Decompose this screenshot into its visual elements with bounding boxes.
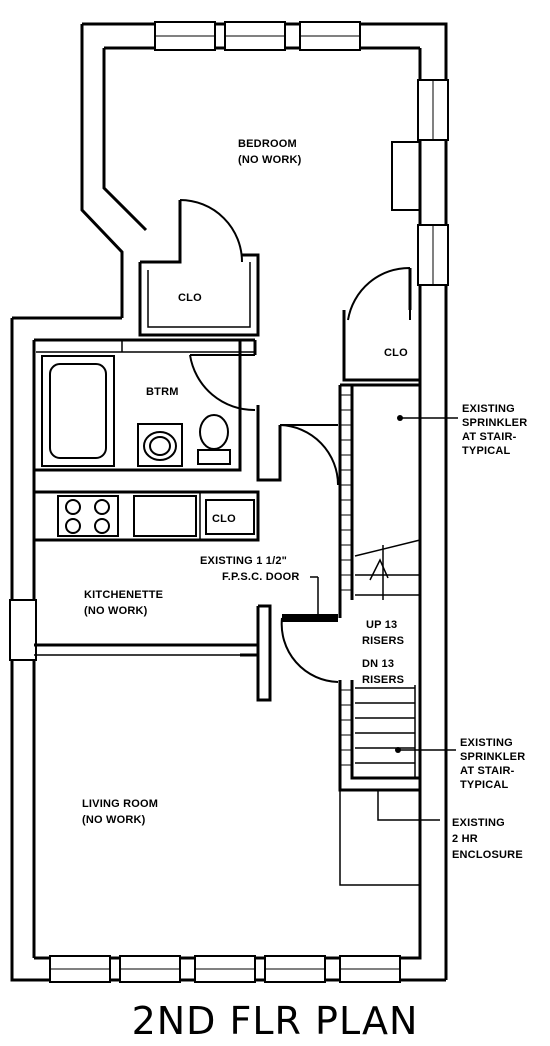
enclosure-line3: ENCLOSURE — [452, 849, 523, 861]
bathtub-icon — [41, 355, 115, 467]
counter-icon — [133, 495, 197, 537]
bedroom-closet-walls — [138, 200, 260, 337]
closet-kitchen-label: CLO — [212, 513, 236, 525]
kitchenette-note: (NO WORK) — [84, 605, 148, 617]
sprinkler-bottom-line4: TYPICAL — [460, 779, 509, 791]
enclosure-line2: 2 HR — [452, 833, 478, 845]
closet-bedroom-label: CLO — [178, 292, 202, 304]
sprinkler-bottom-line1: EXISTING — [460, 737, 513, 749]
door-note-line2: F.P.S.C. DOOR — [222, 571, 300, 583]
sprinkler-top-line1: EXISTING — [462, 403, 515, 415]
door-note-line1: EXISTING 1 1/2" — [200, 555, 287, 567]
t-wall — [240, 604, 272, 702]
kitchenette-label: KITCHENETTE — [84, 589, 163, 601]
hall-closet-door — [347, 266, 411, 321]
living-room-label: LIVING ROOM — [82, 798, 158, 810]
stair-enclosure — [338, 383, 420, 618]
kitchen-walls — [34, 490, 260, 542]
window-left-1 — [9, 599, 37, 661]
bedroom-closet-door — [179, 199, 243, 263]
kitchen-closet-door — [279, 424, 339, 486]
stair-treads-up — [354, 539, 421, 600]
windows — [9, 21, 449, 983]
closet-right-label: CLO — [384, 347, 408, 359]
sprinkler-top-line4: TYPICAL — [462, 445, 511, 457]
sprinkler-top-line2: SPRINKLER — [462, 417, 527, 429]
living-room-note: (NO WORK) — [82, 814, 146, 826]
enclosure-line1: EXISTING — [452, 817, 505, 829]
stair-door — [280, 617, 339, 683]
stair-treads-down — [355, 685, 416, 778]
stair-down-line1: DN 13 — [362, 658, 394, 670]
bedroom-label: BEDROOM — [238, 138, 297, 150]
stair-up-line2: RISERS — [362, 635, 404, 647]
stove-icon — [57, 495, 119, 537]
toilet-icon — [197, 414, 231, 465]
sink-icon — [137, 423, 183, 467]
sprinkler-marker-bottom — [395, 747, 456, 753]
sprinkler-top-line3: AT STAIR- — [462, 431, 517, 443]
kitchen-closet-box — [205, 499, 255, 535]
plan-title: 2ND FLR PLAN — [132, 999, 419, 1043]
bathroom-door — [189, 354, 256, 412]
bathroom-label: BTRM — [146, 386, 179, 398]
bedroom-note: (NO WORK) — [238, 154, 302, 166]
sprinkler-bottom-line2: SPRINKLER — [460, 751, 525, 763]
stair-up-line1: UP 13 — [366, 619, 397, 631]
sprinkler-marker-top — [397, 415, 458, 421]
right-closet-walls — [342, 268, 420, 382]
bay-projection — [391, 141, 420, 211]
stair-down-line2: RISERS — [362, 674, 404, 686]
sprinkler-bottom-line3: AT STAIR- — [460, 765, 515, 777]
